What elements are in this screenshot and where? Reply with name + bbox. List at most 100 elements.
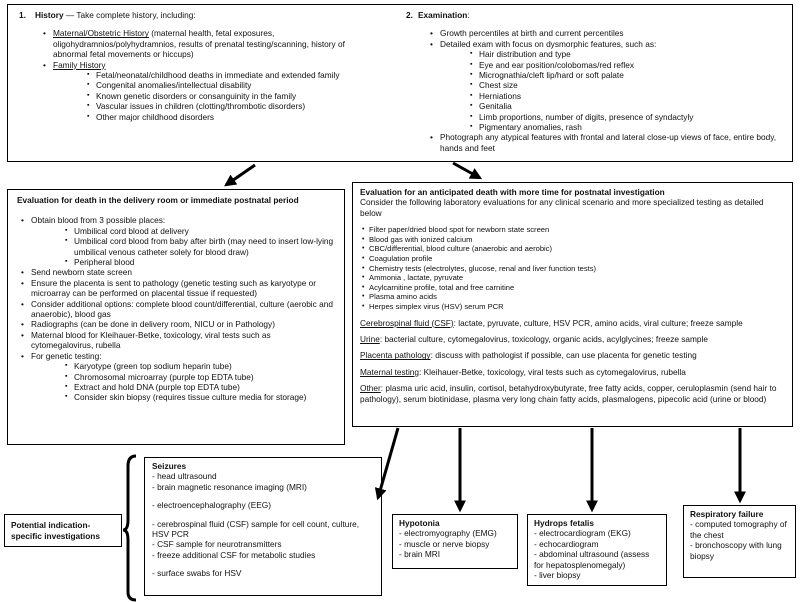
genetic-test-item: Consider skin biopsy (requires tissue cu… bbox=[65, 392, 335, 403]
exam-item-dysmorphic: Detailed exam with focus on dysmorphic f… bbox=[430, 39, 786, 133]
placenta-text: : discuss with pathologist if possible, … bbox=[430, 350, 697, 361]
dysmorphic-feature-item: Pigmentary anomalies, rash bbox=[470, 122, 786, 133]
genetic-testing-intro: For genetic testing: bbox=[31, 350, 102, 361]
urine-text: : bacterial culture, cytomegalovirus, to… bbox=[379, 333, 709, 344]
family-history-item: Other major childhood disorders bbox=[87, 112, 369, 123]
respiratory-list: - computed tomography of the chest- bron… bbox=[690, 519, 789, 561]
investigations-bracket bbox=[122, 454, 137, 602]
hydrops-item: - electrocardiogram (EKG) bbox=[534, 528, 631, 539]
seizures-item: - surface swabs for HSV bbox=[152, 568, 242, 579]
potential-investigations-label: Potential indication-specific investigat… bbox=[4, 514, 122, 547]
family-history-list: Fetal/neonatal/childhood deaths in immed… bbox=[87, 70, 369, 122]
blood-places-intro: Obtain blood from 3 possible places: bbox=[31, 215, 166, 226]
other-label: Other bbox=[360, 383, 381, 394]
hypotonia-item: - muscle or nerve biopsy bbox=[399, 538, 490, 549]
hypotonia-item: - electromyography (EMG) bbox=[399, 528, 497, 539]
lab-evaluations-list: Filter paper/dried blood spot for newbor… bbox=[362, 225, 785, 311]
seizures-list: - head ultrasound- brain magnetic resona… bbox=[152, 471, 374, 578]
lab-evaluation-item: Chemistry tests (electrolytes, glucose, … bbox=[362, 264, 785, 274]
lab-evaluation-item: Filter paper/dried blood spot for newbor… bbox=[362, 225, 785, 235]
genetic-testing-item: For genetic testing: Karyotype (green to… bbox=[21, 351, 335, 403]
arrow-to-delivery bbox=[224, 163, 256, 187]
hypotonia-title: Hypotonia bbox=[399, 518, 440, 528]
family-history-item: Fetal/neonatal/childhood deaths in immed… bbox=[87, 70, 369, 81]
lab-evaluation-item: Coagulation profile bbox=[362, 254, 785, 264]
delivery-item: Ensure the placenta is sent to pathology… bbox=[21, 278, 335, 299]
dysmorphic-feature-item: Micrognathia/cleft lip/hard or soft pala… bbox=[470, 70, 786, 81]
lab-evaluation-item: Ammonia , lactate, pyruvate bbox=[362, 273, 785, 283]
csf-text: : lactate, pyruvate, culture, HSV PCR, a… bbox=[453, 317, 743, 328]
lab-evaluation-item: Plasma amino acids bbox=[362, 292, 785, 302]
seizures-item: - head ultrasound bbox=[152, 471, 217, 482]
history-intro: — Take complete history, including: bbox=[63, 10, 196, 20]
hydrops-title: Hydrops fetalis bbox=[534, 518, 594, 528]
seizures-box: Seizures - head ultrasound- brain magnet… bbox=[144, 457, 382, 596]
maternal-history-text: (maternal health, fetal exposures, oligo… bbox=[53, 28, 345, 60]
lab-evaluation-item: Acylcarnitine profile, total and free ca… bbox=[362, 283, 785, 293]
exam-colon: : bbox=[467, 10, 470, 20]
exam-item-growth: Growth percentiles at birth and current … bbox=[430, 28, 786, 39]
hypotonia-box: Hypotonia - electromyography (EMG)- musc… bbox=[392, 514, 518, 569]
exam-item-photograph: Photograph any atypical features with fr… bbox=[430, 132, 786, 153]
arrow-to-anticipated bbox=[452, 161, 483, 180]
delivery-item: Consider additional options: complete bl… bbox=[21, 299, 335, 320]
lab-evaluation-item: CBC/differential, blood culture (anaerob… bbox=[362, 244, 785, 254]
seizures-item: - freeze additional CSF for metabolic st… bbox=[152, 549, 316, 560]
placenta-label: Placenta pathology bbox=[360, 350, 431, 361]
lab-evaluation-item: Herpes simplex virus (HSV) serum PCR bbox=[362, 302, 785, 312]
delivery-item: Send newborn state screen bbox=[21, 267, 335, 278]
anticipated-death-box: Evaluation for an anticipated death with… bbox=[352, 182, 793, 427]
hydrops-box: Hydrops fetalis - electrocardiogram (EKG… bbox=[527, 514, 667, 586]
seizures-item: - CSF sample for neurotransmitters bbox=[152, 539, 282, 550]
seizures-title: Seizures bbox=[152, 461, 187, 471]
delivery-room-title: Evaluation for death in the delivery roo… bbox=[17, 195, 299, 205]
arrow-to-seizures bbox=[374, 427, 400, 501]
history-exam-box: 1.History — Take complete history, inclu… bbox=[7, 4, 793, 162]
maternal-testing-section: Maternal testing: Kleihauer-Betke, toxic… bbox=[360, 367, 785, 377]
dysmorphic-feature-item: Limb proportions, number of digits, pres… bbox=[470, 112, 786, 123]
genetic-testing-list: Karyotype (green top sodium heparin tube… bbox=[65, 361, 335, 403]
blood-places-list: Umbilical cord blood at deliveryUmbilica… bbox=[65, 226, 335, 268]
maternal-history-item: Maternal/Obstetric History (maternal hea… bbox=[43, 28, 369, 59]
family-history-item: Family History Fetal/neonatal/childhood … bbox=[43, 59, 369, 123]
respiratory-item: - bronchoscopy with lung biopsy bbox=[690, 540, 782, 561]
dysmorphic-feature-item: Eye and ear position/colobomas/red refle… bbox=[470, 60, 786, 71]
urine-section: Urine: bacterial culture, cytomegaloviru… bbox=[360, 334, 785, 344]
respiratory-box: Respiratory failure - computed tomograph… bbox=[683, 505, 796, 578]
other-section: Other: plasma uric acid, insulin, cortis… bbox=[360, 383, 785, 404]
blood-place-item: Umbilical cord blood at delivery bbox=[65, 226, 335, 237]
hydrops-item: - abdominal ultrasound (assess for hepat… bbox=[534, 549, 650, 570]
family-history-title: Family History bbox=[53, 59, 106, 70]
delivery-item: Maternal blood for Kleihauer-Betke, toxi… bbox=[21, 330, 335, 351]
hypotonia-item: - brain MRI bbox=[399, 549, 441, 560]
other-text: : plasma uric acid, insulin, cortisol, b… bbox=[360, 383, 777, 404]
blood-place-item: Umbilical cord blood from baby after bir… bbox=[65, 236, 335, 257]
family-history-item: Congenital anomalies/intellectual disabi… bbox=[87, 80, 369, 91]
maternal-history-title: Maternal/Obstetric History bbox=[53, 28, 149, 39]
delivery-item: Radiographs (can be done in delivery roo… bbox=[21, 319, 335, 330]
csf-section: Cerebrospinal fluid (CSF): lactate, pyru… bbox=[360, 318, 785, 328]
dysmorphic-feature-item: Chest size bbox=[470, 80, 786, 91]
genetic-test-item: Extract and hold DNA (purple top EDTA tu… bbox=[65, 382, 335, 393]
seizures-item: - electroencephalography (EEG) bbox=[152, 500, 271, 511]
maternal-testing-text: : Kleihauer-Betke, toxicology, viral tes… bbox=[419, 366, 686, 377]
delivery-items-list: Send newborn state screenEnsure the plac… bbox=[21, 267, 335, 350]
hypotonia-list: - electromyography (EMG)- muscle or nerv… bbox=[399, 528, 511, 559]
exam-item-dysmorphic-text: Detailed exam with focus on dysmorphic f… bbox=[440, 38, 657, 49]
hydrops-item: - echocardiogram bbox=[534, 538, 599, 549]
history-number: 1. bbox=[19, 10, 26, 20]
dysmorphic-feature-item: Hair distribution and type bbox=[470, 49, 786, 60]
maternal-testing-label: Maternal testing bbox=[360, 366, 420, 377]
family-history-item: Known genetic disorders or consanguinity… bbox=[87, 91, 369, 102]
respiratory-title: Respiratory failure bbox=[690, 509, 764, 519]
urine-label: Urine bbox=[360, 333, 380, 344]
exam-number: 2. bbox=[406, 10, 413, 20]
hydrops-list: - electrocardiogram (EKG)- echocardiogra… bbox=[534, 528, 660, 580]
lab-evaluation-item: Blood gas with ionized calcium bbox=[362, 235, 785, 245]
exam-column: 2.Examination: Growth percentiles at bir… bbox=[406, 10, 786, 153]
seizures-item: - brain magnetic resonance imaging (MRI) bbox=[152, 481, 307, 492]
anticipated-intro: Consider the following laboratory evalua… bbox=[360, 197, 764, 218]
potential-investigations-text: Potential indication-specific investigat… bbox=[11, 520, 100, 541]
respiratory-item: - computed tomography of the chest bbox=[690, 519, 787, 540]
